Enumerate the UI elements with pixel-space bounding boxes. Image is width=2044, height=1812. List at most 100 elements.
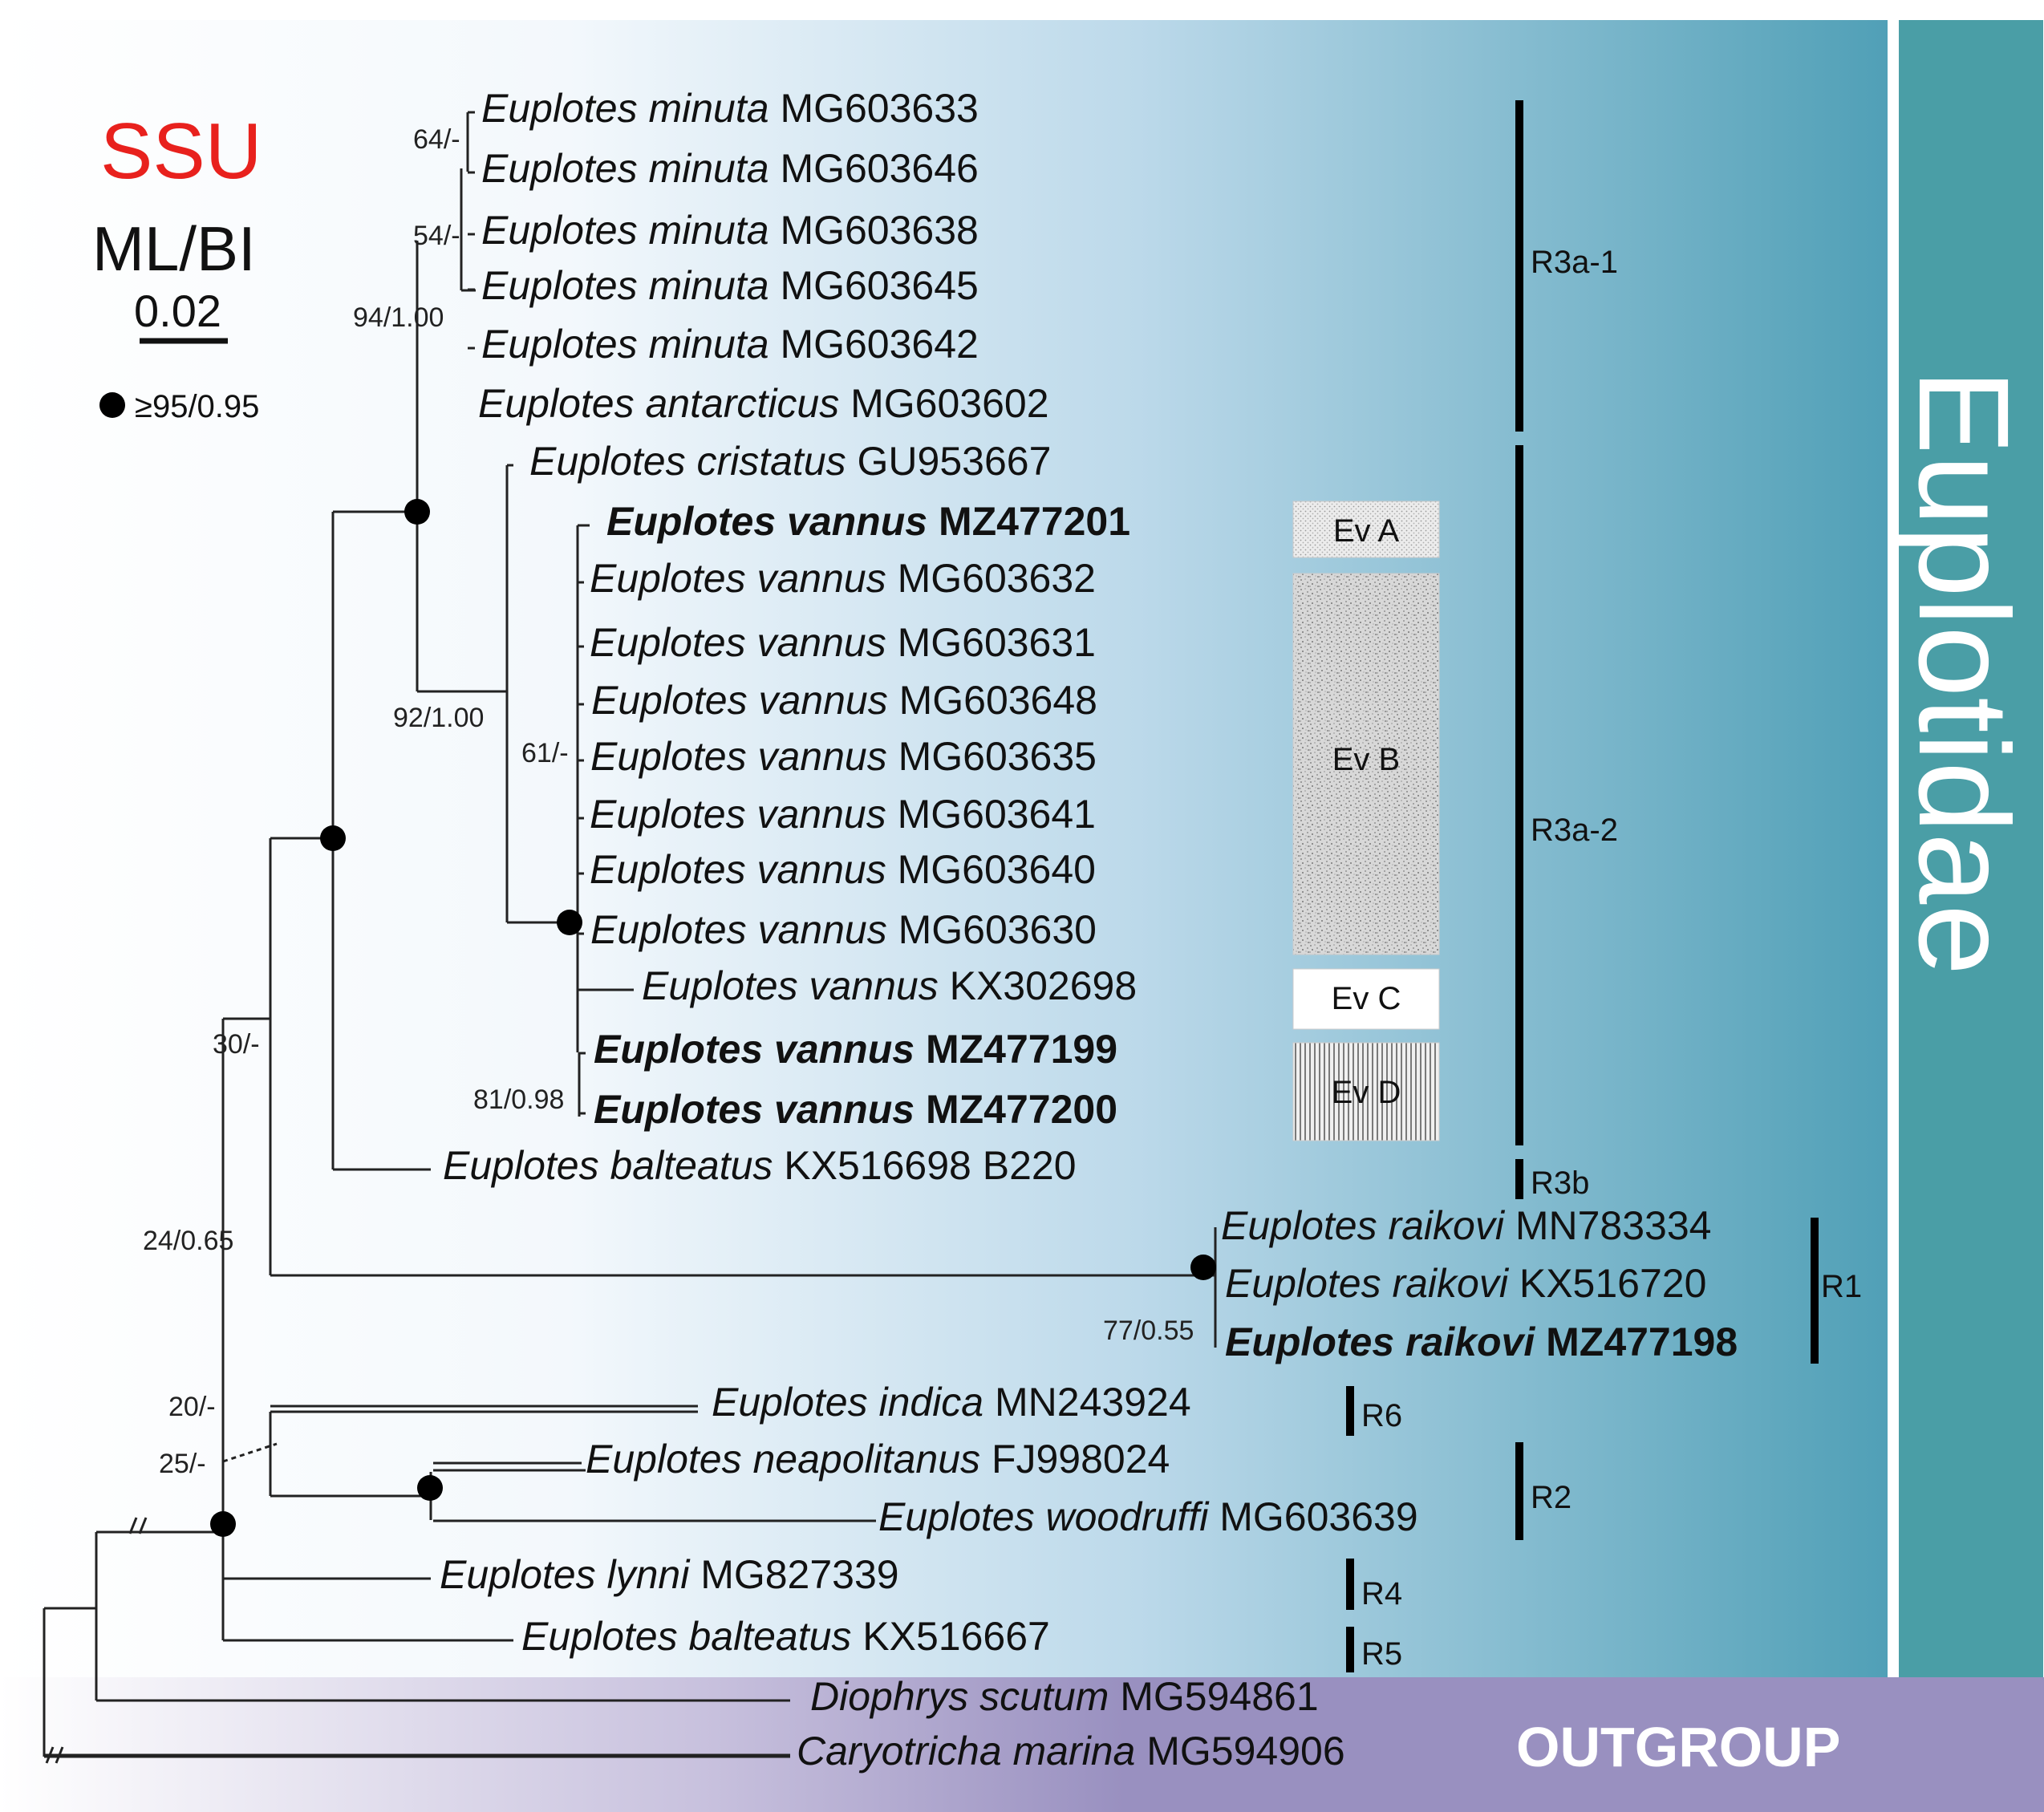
taxon-name: Euplotes neapolitanus	[586, 1437, 980, 1482]
haplotype-label: Ev D	[1332, 1075, 1401, 1110]
taxon-name: Euplotes minuta	[481, 263, 769, 308]
haplotype-label: Ev C	[1332, 981, 1401, 1016]
taxon-name: Euplotes lynni	[440, 1552, 691, 1597]
supported-node-dot	[210, 1511, 236, 1537]
branch-break-marks	[45, 1517, 148, 1764]
taxon-name: Euplotes vannus	[591, 678, 888, 723]
taxon-accession: MZ477200	[915, 1087, 1117, 1132]
taxon-label: Euplotes vannus MG603635	[590, 734, 1097, 779]
support-value: 30/-	[213, 1029, 260, 1060]
family-band	[1897, 20, 2043, 1705]
taxon-name: Euplotes vannus	[590, 734, 887, 779]
taxon-name: Euplotes vannus	[590, 792, 886, 837]
taxon-label: Euplotes vannus KX302698	[642, 963, 1137, 1008]
taxon-name: Euplotes vannus	[594, 1027, 915, 1072]
taxon-accession: MG603646	[769, 146, 979, 191]
support-value: 20/-	[168, 1392, 216, 1422]
background	[0, 20, 1897, 1733]
support-value: 77/0.55	[1103, 1315, 1194, 1346]
taxon-label: Euplotes woodruffi MG603639	[878, 1494, 1418, 1539]
taxon-label: Euplotes vannus MZ477200	[594, 1087, 1117, 1132]
taxon-accession: MZ477198	[1535, 1319, 1738, 1364]
taxon-accession: MG603641	[886, 792, 1096, 837]
supported-node-dot	[557, 910, 582, 935]
clade-label: R3a-2	[1531, 813, 1618, 848]
taxon-label: Euplotes minuta MG603633	[481, 86, 979, 131]
taxon-label: Euplotes vannus MZ477201	[606, 499, 1130, 544]
taxon-name: Euplotes raikovi	[1221, 1203, 1506, 1248]
taxon-label: Diophrys scutum MG594861	[810, 1674, 1319, 1719]
taxon-label: Euplotes neapolitanus FJ998024	[586, 1437, 1170, 1482]
taxon-label: Euplotes indica MN243924	[712, 1380, 1191, 1425]
taxon-accession: MN783334	[1504, 1203, 1712, 1248]
taxon-accession: MG603630	[887, 907, 1097, 952]
clade-label: R5	[1361, 1636, 1402, 1672]
support-value: 81/0.98	[473, 1084, 564, 1115]
support-values: 64/-54/-94/1.0092/1.0061/-81/0.9830/-24/…	[143, 124, 1194, 1479]
supported-node-dot	[417, 1475, 443, 1501]
support-value: 64/-	[413, 124, 460, 155]
taxon-name: Euplotes minuta	[481, 208, 769, 253]
clade-label: R1	[1821, 1269, 1862, 1304]
branch	[222, 1442, 278, 1463]
taxon-accession: MG603633	[769, 86, 979, 131]
supported-node-dot	[320, 825, 346, 851]
taxon-name: Diophrys scutum	[810, 1674, 1109, 1719]
branch-break-mark	[138, 1517, 148, 1534]
haplotype-box	[1292, 1042, 1440, 1141]
taxon-label: Caryotricha marina MG594906	[797, 1729, 1345, 1773]
support-dot-icon	[99, 392, 125, 418]
taxon-label: Euplotes raikovi KX516720	[1225, 1261, 1706, 1306]
taxon-label: Euplotes minuta MG603642	[481, 322, 979, 367]
taxon-name: Euplotes cristatus	[529, 439, 846, 484]
taxon-label: Euplotes vannus MG603641	[590, 792, 1096, 837]
taxon-label: Euplotes vannus MG603648	[591, 678, 1097, 723]
support-value: 24/0.65	[143, 1226, 233, 1256]
taxon-label: Euplotes minuta MG603645	[481, 263, 979, 308]
support-value: 25/-	[159, 1449, 206, 1479]
taxon-label: Euplotes cristatus GU953667	[529, 439, 1051, 484]
taxon-label: Euplotes raikovi MN783334	[1221, 1203, 1711, 1248]
taxon-accession: MZ477201	[927, 499, 1130, 544]
legend-dot-label: ≥95/0.95	[135, 389, 259, 424]
family-band-divider	[1888, 20, 1899, 1705]
taxon-name: Euplotes vannus	[590, 620, 886, 665]
taxon-name: Euplotes vannus	[590, 907, 887, 952]
taxon-name: Euplotes minuta	[481, 322, 769, 367]
family-label: Euplotidae	[1892, 369, 2036, 975]
taxon-label: Euplotes vannus MG603640	[590, 847, 1096, 892]
taxon-accession: MG603602	[839, 381, 1048, 426]
haplotype-box	[1292, 968, 1440, 1030]
support-value: 94/1.00	[353, 302, 444, 333]
taxon-label: Euplotes vannus MG603631	[590, 620, 1096, 665]
taxon-name: Euplotes balteatus	[521, 1614, 851, 1659]
clade-label: R6	[1361, 1398, 1402, 1433]
supported-node-dot	[1190, 1255, 1216, 1280]
taxon-accession: KX302698	[939, 963, 1137, 1008]
taxon-label: Euplotes balteatus KX516698 B220	[443, 1143, 1077, 1188]
taxon-name: Euplotes vannus	[590, 847, 886, 892]
taxon-label: Euplotes minuta MG603646	[481, 146, 979, 191]
taxon-name: Euplotes minuta	[481, 146, 769, 191]
haplotype-box	[1292, 501, 1440, 558]
taxon-name: Euplotes balteatus	[443, 1143, 773, 1188]
support-value: 61/-	[521, 738, 569, 768]
taxon-name: Euplotes vannus	[642, 963, 939, 1008]
taxon-label: Euplotes antarcticus MG603602	[478, 381, 1049, 426]
tree-branches	[43, 111, 1217, 1758]
legend-title: SSU	[100, 107, 262, 195]
supported-nodes	[210, 499, 1216, 1537]
taxon-name: Euplotes raikovi	[1225, 1319, 1535, 1364]
taxon-accession: MG603631	[886, 620, 1096, 665]
legend-scale-value: 0.02	[134, 286, 221, 336]
taxon-accession: MG603648	[888, 678, 1097, 723]
haplotype-label: Ev A	[1333, 513, 1400, 549]
taxon-accession: MG603632	[886, 556, 1096, 601]
taxon-name: Euplotes vannus	[590, 556, 886, 601]
taxon-accession: MG603635	[887, 734, 1097, 779]
taxon-accession: FJ998024	[980, 1437, 1170, 1482]
supported-node-dot	[404, 499, 430, 525]
branch-break-mark	[45, 1746, 55, 1764]
taxon-accession: KX516720	[1508, 1261, 1706, 1306]
